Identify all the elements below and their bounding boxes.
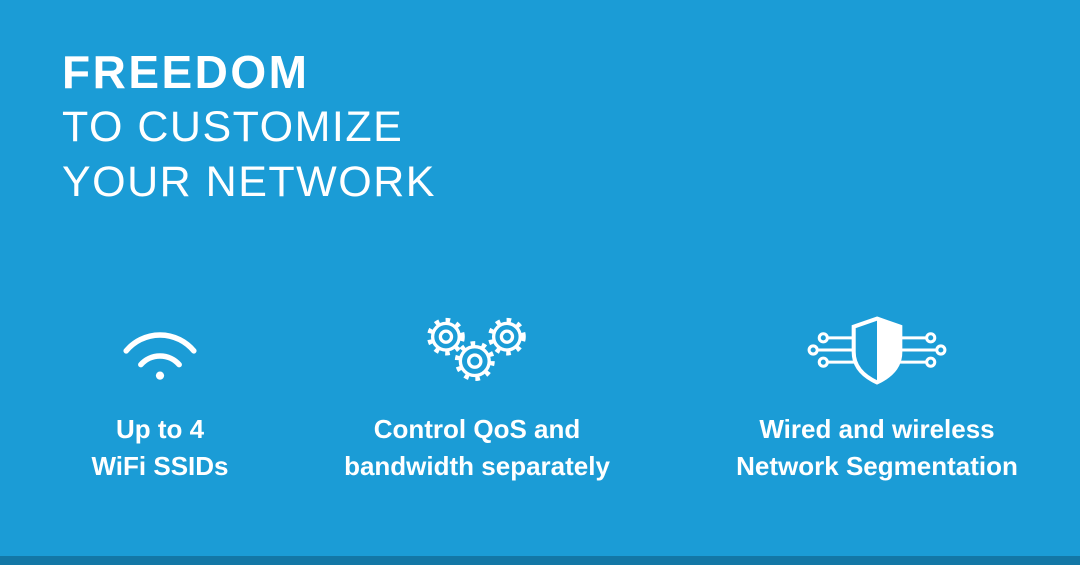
feature-label-line: Up to 4 <box>115 414 205 444</box>
wifi-icon <box>40 305 280 395</box>
feature-label: Control QoS and bandwidth separately <box>297 411 657 485</box>
feature-label: Wired and wireless Network Segmentation <box>697 411 1057 485</box>
title-line-freedom: FREEDOM <box>62 46 310 98</box>
feature-wifi-ssids: Up to 4 WiFi SSIDs <box>40 305 280 485</box>
feature-label-line: WiFi SSIDs <box>91 451 229 481</box>
title-line-to-customize: TO CUSTOMIZE <box>62 103 404 151</box>
feature-label-line: bandwidth separately <box>344 451 610 481</box>
footer-strip <box>0 556 1080 565</box>
title-line-your-network: YOUR NETWORK <box>62 158 436 206</box>
gear-right <box>488 317 526 356</box>
feature-label-line: Network Segmentation <box>736 451 1018 481</box>
shield-network-icon <box>697 305 1057 395</box>
gear-center <box>454 341 495 382</box>
feature-qos-bandwidth: Control QoS and bandwidth separately <box>297 305 657 485</box>
gear-left <box>427 317 465 356</box>
feature-label: Up to 4 WiFi SSIDs <box>40 411 280 485</box>
feature-label-line: Wired and wireless <box>759 414 995 444</box>
feature-network-segmentation: Wired and wireless Network Segmentation <box>697 305 1057 485</box>
page-title: FREEDOM TO CUSTOMIZE YOUR NETWORK <box>62 44 436 210</box>
gears-icon <box>297 305 657 395</box>
feature-label-line: Control QoS and <box>373 414 581 444</box>
